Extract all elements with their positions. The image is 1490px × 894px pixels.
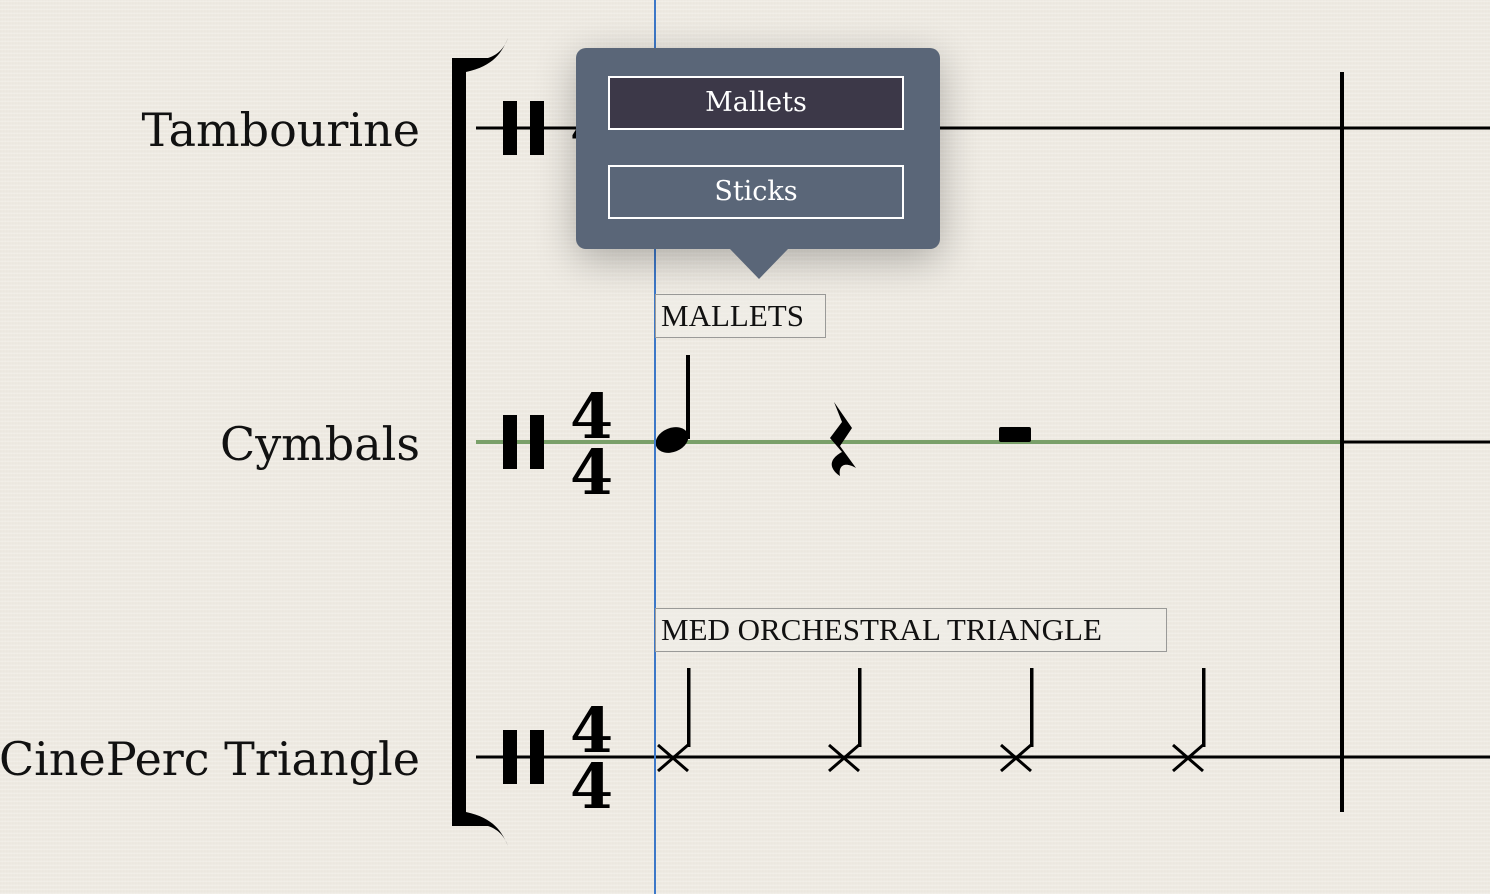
sticks-option-button[interactable]: Sticks	[608, 165, 904, 219]
percussion-clef-icon	[503, 101, 517, 155]
instrument-name-tambourine[interactable]: Tambourine	[141, 103, 420, 157]
time-sig-numerator: 4	[570, 694, 613, 767]
x-note-3[interactable]	[1000, 668, 1034, 773]
half-rest[interactable]	[999, 427, 1031, 442]
staff-triangle[interactable]: 4 4	[476, 668, 1490, 823]
time-sig-numerator: 4	[570, 380, 613, 453]
instrument-name-cymbals[interactable]: Cymbals	[220, 417, 420, 471]
technique-popover: Mallets Sticks	[576, 48, 940, 249]
quarter-rest[interactable]	[830, 402, 856, 476]
mallets-option-button[interactable]: Mallets	[608, 76, 904, 130]
time-sig-denominator: 4	[570, 750, 613, 823]
technique-label-triangle[interactable]: MED ORCHESTRAL TRIANGLE	[655, 608, 1167, 652]
percussion-clef-icon	[503, 730, 517, 784]
time-sig-denominator: 4	[570, 436, 613, 509]
instrument-name-triangle[interactable]: CinePerc Triangle	[0, 732, 420, 786]
percussion-clef-icon	[503, 415, 517, 469]
staff-cymbals[interactable]: 4 4	[476, 355, 1490, 509]
technique-label-mallets[interactable]: MALLETS	[655, 294, 826, 338]
x-note-1[interactable]	[657, 668, 691, 773]
x-note-4[interactable]	[1172, 668, 1206, 773]
quarter-note[interactable]	[652, 355, 693, 457]
system-bracket	[452, 38, 508, 846]
popover-arrow	[730, 249, 788, 279]
x-note-2[interactable]	[828, 668, 862, 773]
